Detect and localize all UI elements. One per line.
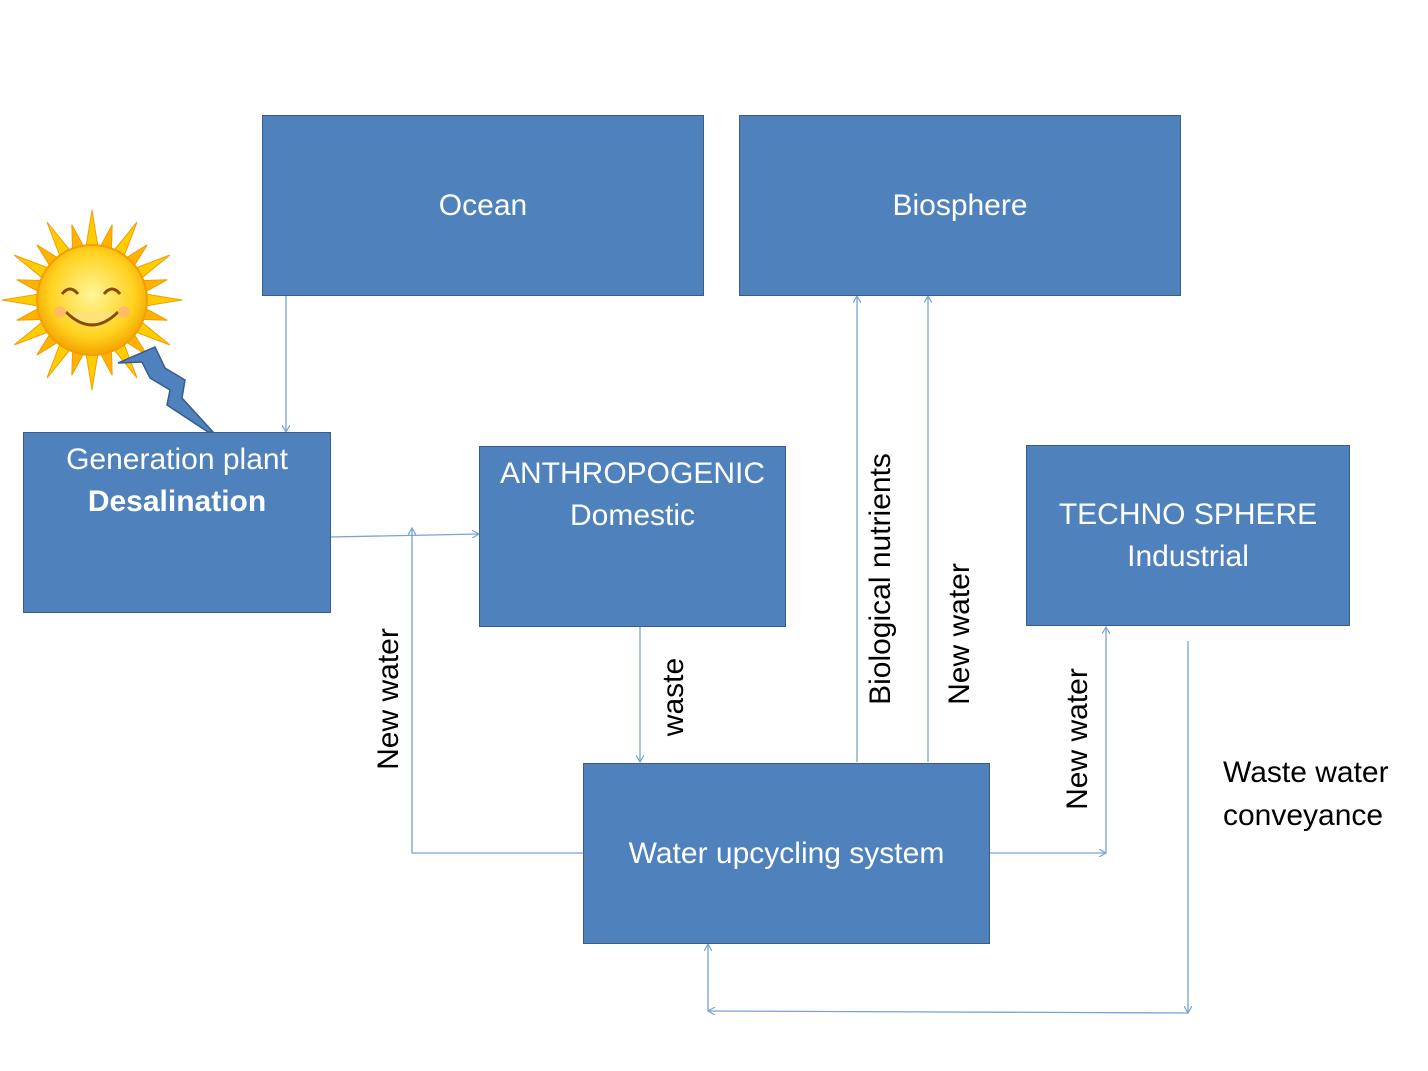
new-water-label-techno: New water: [1061, 668, 1094, 810]
biological-nutrients-label: Biological nutrients: [864, 453, 897, 705]
waste-water-line: Waste water: [1223, 756, 1389, 789]
waste-label: waste: [657, 657, 690, 737]
ocean-label: Ocean: [438, 189, 528, 222]
generation-plant-label: Generation plant: [66, 443, 288, 476]
anthropogenic-label: ANTHROPOGENIC: [499, 457, 766, 490]
waste-water-conveyance-label: Waste water conveyance: [1223, 751, 1389, 837]
anthropogenic-box: ANTHROPOGENIC Domestic: [479, 446, 786, 627]
sun-ray: [143, 293, 183, 307]
generation-plant-box: Generation plant Desalination: [23, 432, 331, 613]
sun-ray: [1, 293, 41, 307]
desalination-label: Desalination: [87, 485, 267, 518]
smiling-sun-icon: [1, 209, 215, 433]
ocean-box: Ocean: [262, 115, 704, 296]
water-upcycling-box: Water upcycling system: [583, 763, 990, 944]
domestic-label: Domestic: [569, 499, 696, 532]
arrow-upcycling-to-domestic: [412, 528, 583, 854]
new-water-label-left: New water: [372, 628, 405, 770]
biosphere-box: Biosphere: [739, 115, 1181, 296]
industrial-label: Industrial: [1127, 540, 1249, 573]
conveyance-line: conveyance: [1223, 799, 1384, 832]
lightning-bolt-icon: [117, 346, 215, 433]
connector-bottom-return: [708, 1011, 1189, 1013]
technosphere-label: TECHNO SPHERE: [1058, 498, 1318, 531]
water-upcycling-label: Water upcycling system: [628, 837, 945, 870]
arrow-plant-to-domestic: [329, 534, 479, 537]
new-water-label-biosphere: New water: [943, 563, 976, 705]
sun-ray: [85, 351, 99, 391]
technosphere-box: TECHNO SPHERE Industrial: [1026, 445, 1350, 626]
biosphere-label: Biosphere: [892, 189, 1028, 222]
sun-ray: [85, 209, 99, 249]
